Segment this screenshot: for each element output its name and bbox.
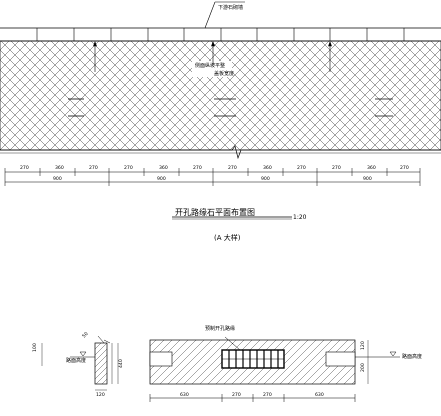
- svg-text:120: 120: [360, 341, 366, 350]
- plan-subtitle: (A 大样): [214, 233, 241, 242]
- svg-text:50: 50: [81, 331, 89, 339]
- plan-scale: 1:20: [293, 214, 307, 221]
- plan-dim-labels: 270 360 270 270 360 270 270 360 270 270 …: [20, 165, 409, 182]
- svg-text:270: 270: [232, 392, 241, 398]
- svg-text:900: 900: [157, 176, 166, 182]
- svg-text:900: 900: [363, 176, 372, 182]
- svg-text:630: 630: [180, 392, 189, 398]
- svg-text:270: 270: [400, 165, 409, 171]
- hatched-paving: [0, 40, 441, 151]
- svg-text:120: 120: [96, 392, 105, 398]
- bottom-edge: [0, 145, 441, 160]
- svg-text:360: 360: [367, 165, 376, 171]
- left-label: 路面高度: [66, 357, 86, 364]
- joint-arrows: [93, 41, 332, 72]
- top-callout: 下游石砌墙: [218, 4, 243, 11]
- svg-text:270: 270: [228, 165, 237, 171]
- svg-text:900: 900: [261, 176, 270, 182]
- svg-text:630: 630: [315, 392, 324, 398]
- svg-text:440: 440: [118, 359, 124, 368]
- curb-joints: [36, 28, 405, 41]
- svg-text:270: 270: [332, 165, 341, 171]
- slot-markers: [68, 98, 393, 117]
- callout-2: 盖板宽度: [214, 70, 234, 77]
- svg-text:270: 270: [263, 392, 272, 398]
- svg-text:200: 200: [360, 363, 366, 372]
- svg-text:270: 270: [297, 165, 306, 171]
- section-left: 路面高度 100 50 440 120: [32, 331, 124, 398]
- svg-text:360: 360: [55, 165, 64, 171]
- svg-text:100: 100: [32, 343, 38, 352]
- svg-text:270: 270: [193, 165, 202, 171]
- note-label: 预制开孔路缘: [205, 325, 235, 332]
- right-label: 路面高度: [402, 353, 422, 360]
- svg-text:270: 270: [20, 165, 29, 171]
- svg-text:900: 900: [53, 176, 62, 182]
- plan-view: 下游石砌墙 侧面纵坡平整 盖板宽度: [0, 1, 441, 242]
- svg-text:270: 270: [124, 165, 133, 171]
- callout-1: 侧面纵坡平整: [195, 62, 225, 69]
- plan-title: 开孔路缘石平面布置图: [175, 207, 255, 217]
- svg-text:360: 360: [159, 165, 168, 171]
- section-right: 预制开孔路缘 路面高度 120 200 630 270 270 630: [149, 325, 422, 402]
- svg-text:270: 270: [89, 165, 98, 171]
- svg-text:360: 360: [263, 165, 272, 171]
- plan-dimensions: [4, 168, 421, 186]
